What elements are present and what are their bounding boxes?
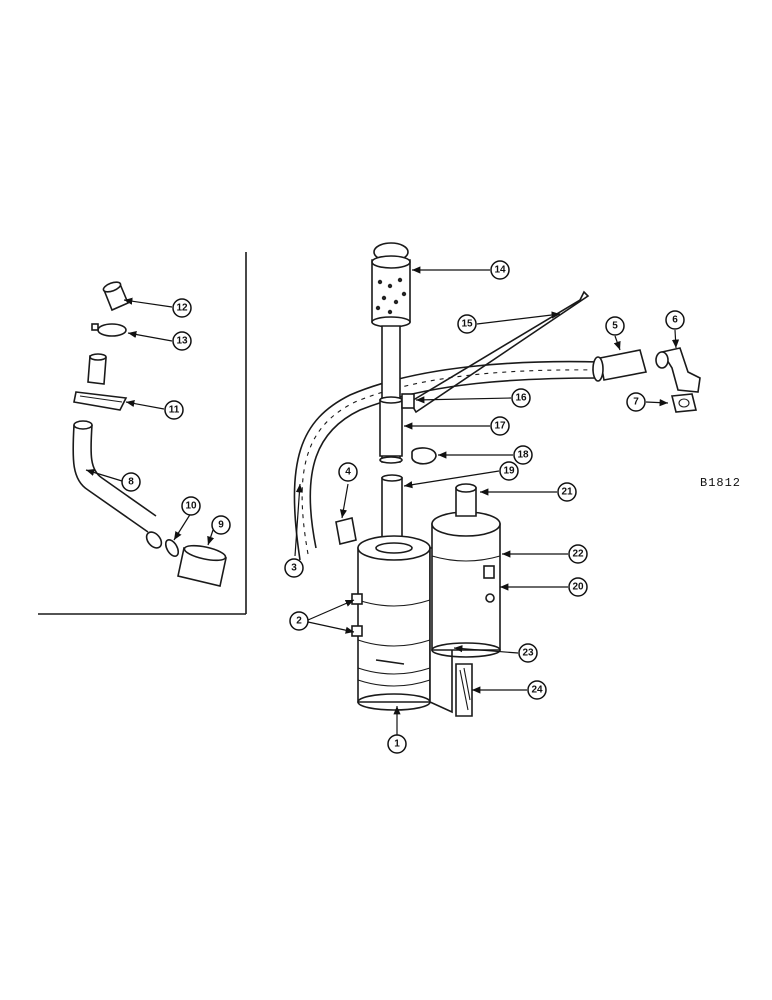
svg-text:3: 3 [291, 563, 297, 574]
inset-part-13-clamp [91, 323, 127, 337]
callout-3: 3 [284, 558, 304, 578]
callout-17: 17 [490, 416, 510, 436]
svg-text:21: 21 [561, 487, 573, 498]
svg-text:12: 12 [176, 303, 188, 314]
svg-text:10: 10 [185, 501, 197, 512]
svg-text:19: 19 [503, 466, 515, 477]
inset-frame [38, 252, 247, 615]
drawing-code: B1812 [700, 476, 741, 490]
svg-text:18: 18 [517, 450, 529, 461]
part-18-clip [411, 447, 437, 465]
part-19-stack [381, 474, 403, 541]
callout-22: 22 [568, 544, 588, 564]
callout-13: 13 [172, 331, 192, 351]
inset-part-8-elbow-tube [72, 420, 163, 549]
svg-text:5: 5 [612, 321, 618, 332]
leader-lines [85, 266, 680, 736]
callout-10: 10 [181, 496, 201, 516]
part-5-tube [592, 349, 647, 382]
svg-text:14: 14 [494, 265, 506, 276]
svg-text:6: 6 [672, 315, 678, 326]
part-16-clamp [401, 393, 415, 409]
svg-text:23: 23 [522, 648, 534, 659]
svg-text:1: 1 [394, 739, 400, 750]
part-6-elbow [655, 347, 701, 393]
part-17-inlet-tube [379, 325, 403, 464]
callout-21: 21 [557, 482, 577, 502]
callout-23: 23 [518, 643, 538, 663]
inset-part-11-bracket [73, 391, 128, 411]
inset-part-12-sleeve [102, 281, 130, 312]
callout-14: 14 [490, 260, 510, 280]
svg-text:9: 9 [218, 520, 224, 531]
part-22-canister [431, 511, 501, 658]
part-15-brace [408, 290, 590, 414]
callout-12: 12 [172, 298, 192, 318]
svg-text:2: 2 [296, 616, 302, 627]
part-7-gasket [670, 393, 698, 413]
part-24-tube [455, 663, 473, 717]
part-3-flex-hose [293, 360, 601, 561]
inset-part-9-hose [177, 544, 227, 587]
inset-part-10-clamp [164, 539, 180, 557]
callout-11: 11 [164, 400, 184, 420]
svg-text:16: 16 [515, 393, 527, 404]
part-14-precleaner [371, 242, 411, 328]
inset-part-sleeve [87, 353, 107, 385]
callout-24: 24 [527, 680, 547, 700]
callout-16: 16 [511, 388, 531, 408]
svg-text:13: 13 [176, 336, 188, 347]
svg-text:11: 11 [169, 405, 180, 416]
svg-text:24: 24 [531, 685, 543, 696]
callout-7: 7 [626, 392, 646, 412]
svg-text:7: 7 [633, 397, 639, 408]
part-21-cap [455, 483, 477, 517]
callout-19: 19 [499, 461, 519, 481]
callout-4: 4 [338, 462, 358, 482]
svg-text:15: 15 [461, 319, 473, 330]
svg-text:20: 20 [572, 582, 584, 593]
svg-text:17: 17 [494, 421, 506, 432]
callouts: 1 2 3 4 5 6 7 8 9 10 11 12 13 14 15 16 1… [121, 260, 685, 754]
svg-text:4: 4 [345, 467, 351, 478]
callout-6: 6 [665, 310, 685, 330]
callout-9: 9 [211, 515, 231, 535]
svg-text:22: 22 [572, 549, 584, 560]
callout-15: 15 [457, 314, 477, 334]
svg-text:8: 8 [128, 477, 134, 488]
callout-5: 5 [605, 316, 625, 336]
part-4-clamp [335, 517, 357, 545]
callout-8: 8 [121, 472, 141, 492]
callout-1: 1 [387, 734, 407, 754]
callout-20: 20 [568, 577, 588, 597]
callout-18: 18 [513, 445, 533, 465]
part-1-air-cleaner [351, 535, 431, 711]
callout-2: 2 [289, 611, 309, 631]
